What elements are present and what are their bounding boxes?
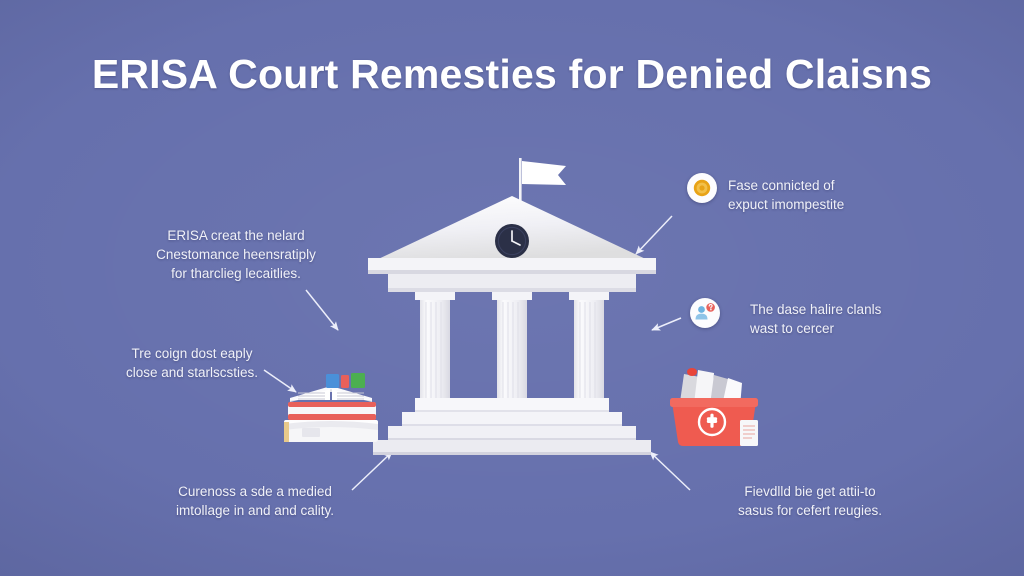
annotation-claimant-support-line-1: The dase halire clanls	[750, 302, 882, 317]
bookmark-green	[351, 373, 365, 388]
clock-hour-hand	[511, 240, 521, 246]
book-bottom-label	[302, 428, 320, 437]
flag	[522, 161, 566, 185]
annotation-erisa-standard: ERISA creat the nelard Cnestomance heens…	[118, 226, 354, 283]
column-capital-1	[415, 292, 455, 300]
medical-claims-box	[670, 368, 758, 446]
gold-medal-icon	[687, 173, 717, 203]
book-middle-base	[288, 414, 376, 420]
caption-appeal-process-line-1: Fievdlld bie get attii-to	[744, 484, 876, 499]
annotation-erisa-standard-line-2: Cnestomance heensratiply	[156, 247, 316, 263]
book-bottom-pages	[284, 421, 378, 430]
caption-appeal-process-line-2: sasus for cefert reugies.	[737, 503, 883, 519]
box-clip	[687, 368, 697, 376]
entablature-shadow	[388, 288, 636, 292]
open-book-text-lines	[298, 392, 364, 400]
annotation-benefits-award-line-2: expuct imompestite	[728, 197, 845, 213]
annotation-benefits-award-line-1: Fase connicted of	[728, 178, 835, 193]
pediment-cornice-shadow	[368, 270, 656, 274]
gold-medal-glyph	[688, 174, 716, 202]
open-book-board	[290, 388, 372, 402]
entablature	[388, 274, 636, 290]
column-capital-2	[492, 292, 532, 300]
person-help-glyph	[691, 299, 719, 327]
caption-remedy-damages: Curenoss a sde a medied imtollage in and…	[140, 482, 370, 520]
clock-inner-ring	[497, 226, 527, 256]
cross-badge-ring	[697, 407, 727, 437]
plus-icon	[706, 413, 718, 428]
annotation-erisa-standard-line-1: ERISA creat the nelard	[167, 228, 305, 243]
column-capital-3	[569, 292, 609, 300]
page-title: ERISA Court Remesties for Denied Claisns	[91, 51, 933, 97]
annotation-court-review-line-2: close and starlscsties.	[125, 365, 259, 381]
annotation-erisa-standard-line-3: for tharclieg lecaitlies.	[171, 266, 301, 282]
caption-appeal-process: Fievdlld bie get attii-to sasus for cefe…	[700, 482, 920, 520]
side-card	[740, 420, 758, 446]
annotation-benefits-award: Fase connicted of expuct imompestite	[728, 176, 943, 214]
annotation-claimant-support: The dase halire clanls wast to cercer	[750, 300, 955, 338]
caption-remedy-damages-line-1: Curenoss a sde a medied	[178, 484, 332, 499]
bookmark-red	[341, 375, 349, 388]
person-help-icon	[690, 298, 720, 328]
bookmark-blue	[326, 374, 339, 388]
flag-pole	[519, 158, 522, 216]
book-middle-cover	[288, 402, 376, 407]
caption-remedy-damages-line-2: imtollage in and and cality.	[175, 503, 335, 519]
box-body	[672, 402, 756, 446]
book-bottom-spine	[284, 422, 289, 442]
box-rim	[670, 398, 758, 407]
base-steps	[373, 398, 651, 455]
annotation-court-review: Tre coign dost eaply close and starlscst…	[92, 344, 292, 382]
side-card-lines	[743, 425, 755, 439]
annotation-court-review-line-1: Tre coign dost eaply	[131, 346, 253, 361]
law-books-stack	[284, 373, 378, 442]
annotation-claimant-support-line-2: wast to cercer	[750, 321, 835, 337]
pediment-cornice	[368, 258, 656, 272]
